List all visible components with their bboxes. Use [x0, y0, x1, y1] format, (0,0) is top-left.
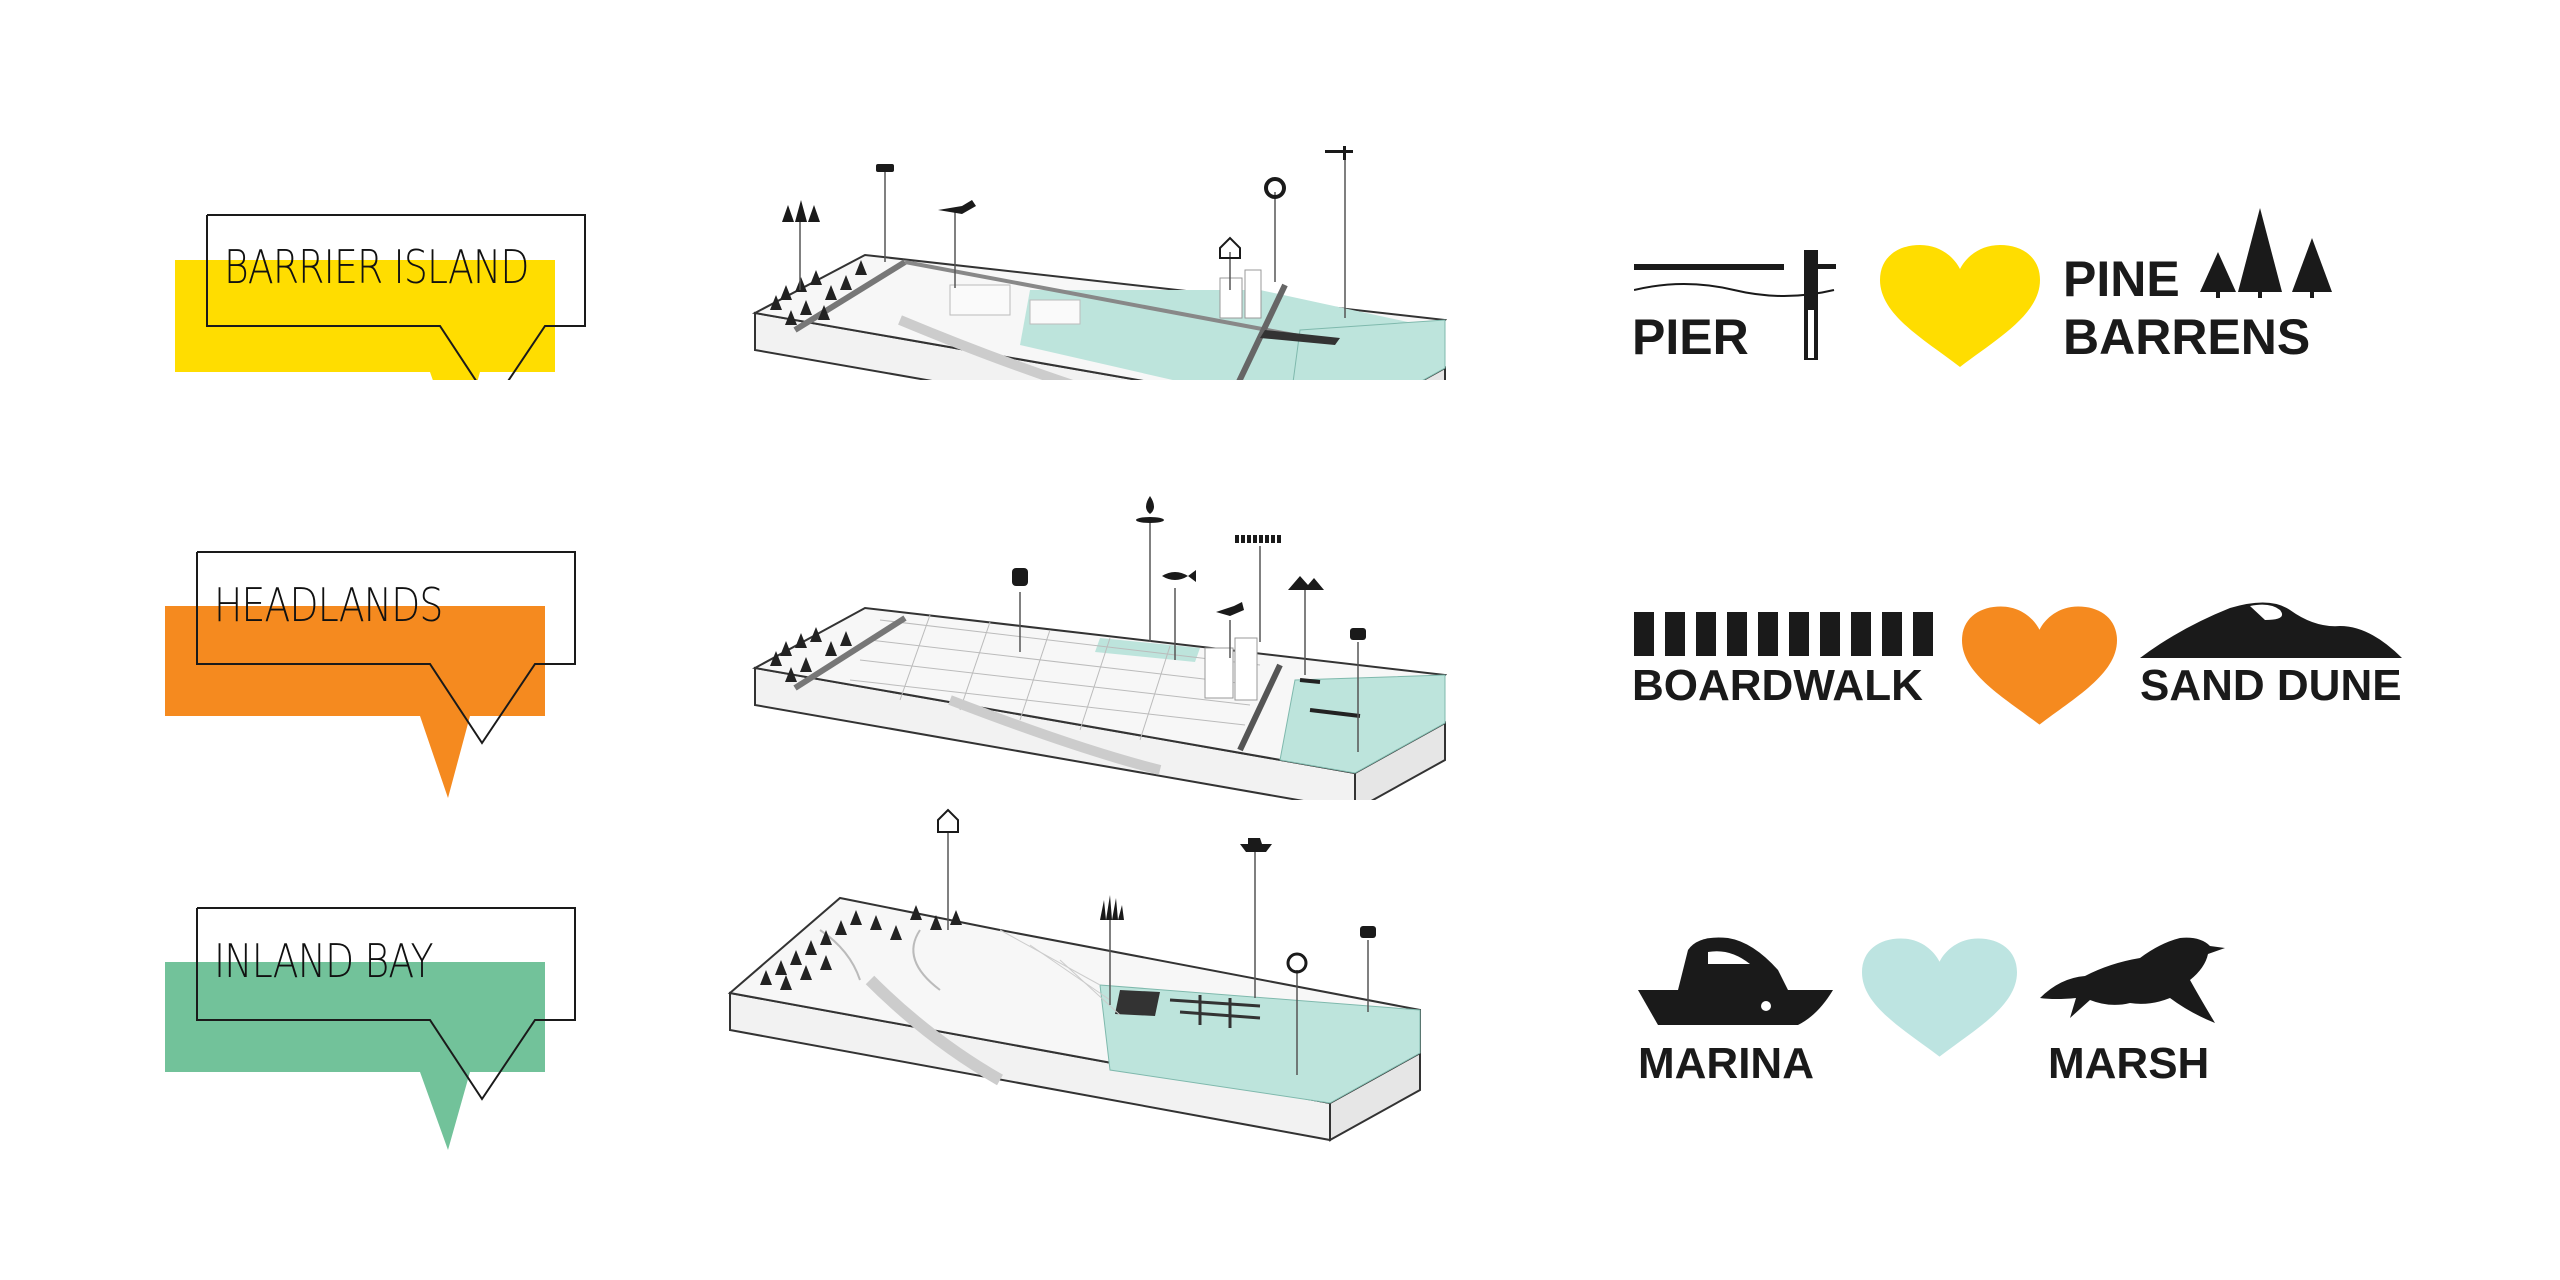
- vehicle-icon: [1350, 628, 1366, 640]
- speech-bubble-inland-bay: INLAND BAY: [0, 780, 620, 1160]
- bubble-label: HEADLANDS: [214, 578, 443, 632]
- speech-bubble-shape: [165, 907, 576, 1150]
- legend-barrier-island: PIER PINE BARRENS: [1600, 0, 2500, 380]
- row-barrier-island: BARRIER ISLAND: [0, 0, 2560, 380]
- bird-icon: [1216, 602, 1244, 616]
- heart-icon: [1862, 938, 2017, 1057]
- isometric-block-headlands: [700, 380, 1480, 800]
- legend-left-word: PIER: [1632, 309, 1749, 365]
- row-inland-bay: INLAND BAY: [0, 780, 2560, 1160]
- row-headlands: HEADLANDS: [0, 380, 2560, 800]
- bubble-label: BARRIER ISLAND: [224, 240, 529, 294]
- car-icon: [876, 164, 894, 172]
- legend-right-word-1: MARSH: [2048, 1039, 2210, 1088]
- speech-bubble-headlands: HEADLANDS: [0, 380, 620, 798]
- isometric-block-barrier-island: [700, 0, 1480, 380]
- drop-icon: [1146, 496, 1154, 514]
- marsh-bird-icon: [2040, 937, 2225, 1023]
- heart-icon: [1962, 606, 2117, 725]
- vehicle-icon: [1360, 926, 1376, 938]
- isometric-block-inland-bay: [700, 780, 1480, 1160]
- fish-icon: [1162, 570, 1196, 582]
- target-icon: [1264, 177, 1286, 199]
- biohazard-icon: [1286, 952, 1308, 974]
- tree-cluster: [770, 260, 867, 325]
- legend-inland-bay: MARINA MARSH: [1600, 780, 2500, 1160]
- legend-headlands: BOARDWALK SAND DUNE: [1600, 380, 2500, 760]
- sand-dune-icon: [2140, 602, 2402, 658]
- speech-bubble-shape: [165, 551, 576, 798]
- legend-left-word: MARINA: [1638, 1039, 1814, 1088]
- legend-right-word-1: PINE: [2063, 251, 2180, 307]
- legend-left-word: BOARDWALK: [1632, 661, 1923, 710]
- reeds-icon: [1100, 895, 1124, 920]
- bird-icon: [938, 200, 976, 214]
- boat-icon: [1240, 838, 1272, 852]
- crane-icon: [1325, 146, 1353, 160]
- boardwalk-icon: [1235, 535, 1281, 543]
- dune-icon: [1288, 576, 1324, 590]
- pine-trees-icon: [2200, 208, 2332, 298]
- pier-icon: [1634, 250, 1836, 360]
- pine-trees-icon: [782, 200, 820, 222]
- bubble-label: INLAND BAY: [214, 934, 434, 988]
- train-icon: [1012, 568, 1028, 586]
- block-diagram: [727, 808, 1421, 1142]
- legend-right-word-2: BARRENS: [2063, 309, 2311, 365]
- block-diagram: [751, 146, 1448, 380]
- boat-icon: [1638, 937, 1833, 1025]
- house-icon: [1219, 236, 1241, 259]
- speech-bubble-shape: [175, 214, 586, 380]
- block-diagram: [752, 496, 1448, 800]
- legend-right-word-1: SAND DUNE: [2140, 661, 2402, 710]
- house-icon: [937, 808, 959, 833]
- boardwalk-icon: [1634, 612, 1933, 656]
- heart-icon: [1880, 245, 2040, 367]
- speech-bubble-barrier-island: BARRIER ISLAND: [0, 0, 620, 380]
